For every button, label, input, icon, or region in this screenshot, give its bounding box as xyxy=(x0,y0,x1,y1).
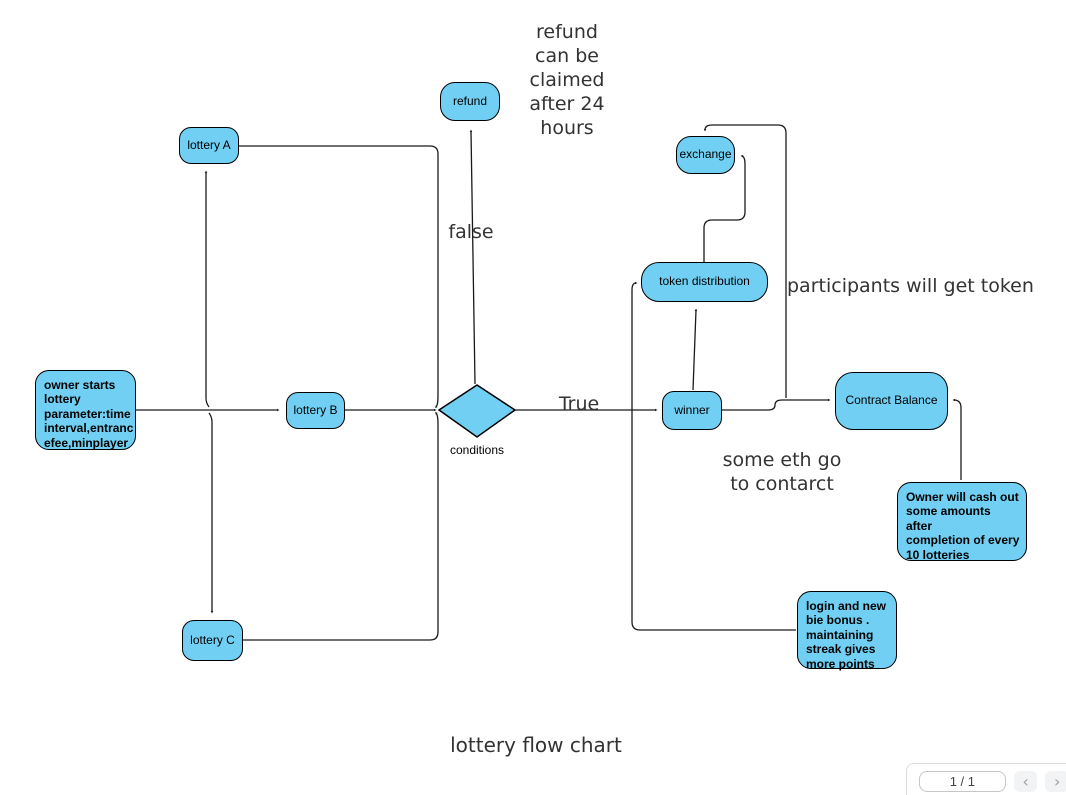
node-winner: winner xyxy=(662,391,722,430)
annotation-line: refund xyxy=(536,21,598,43)
note-line: Owner will cash out xyxy=(906,490,1019,504)
diagram-title: lottery flow chart xyxy=(450,733,622,757)
node-label: lottery A xyxy=(187,137,231,152)
note-line: interval,entranc xyxy=(44,421,134,436)
node-token-distribution: token distribution xyxy=(641,262,768,302)
annotation-line: can be xyxy=(535,45,599,67)
node-label: lottery C xyxy=(190,632,235,647)
annotation-line: claimed xyxy=(529,69,605,91)
note-line: efee,minplayer xyxy=(44,435,129,450)
edge-lottery-c-to-conditions xyxy=(243,413,438,641)
note-line: owner starts xyxy=(44,378,116,392)
node-label: exchange xyxy=(679,147,732,162)
annotation-line: hours xyxy=(540,117,594,139)
chevron-right-icon: › xyxy=(1053,771,1061,791)
edge-lottery-a-to-conditions xyxy=(239,145,438,407)
node-owner-starts-lottery: owner starts lottery parameter:time inte… xyxy=(35,370,136,450)
node-label: Contract Balance xyxy=(845,393,938,408)
next-page-button[interactable]: › xyxy=(1045,771,1066,792)
annotation-true-label: True xyxy=(558,393,600,415)
annotation-line: to contarct xyxy=(730,473,834,495)
annotation-false-label: false xyxy=(448,221,494,243)
node-label: token distribution xyxy=(659,274,750,289)
page-number-input[interactable]: 1 / 1 xyxy=(919,771,1006,792)
edge-login-to-token-distribution xyxy=(631,283,796,631)
note-line: completion of every xyxy=(906,533,1020,548)
previous-page-button[interactable]: ‹ xyxy=(1013,771,1038,792)
node-label: winner xyxy=(674,402,710,417)
edge-winner-to-token-distribution xyxy=(693,310,696,391)
note-line: streak gives xyxy=(806,642,876,657)
edge-cashout-to-contract-balance xyxy=(954,400,962,480)
node-lottery-a: lottery A xyxy=(179,127,239,164)
node-refund: refund xyxy=(440,82,500,121)
note-line: maintaining xyxy=(806,627,874,642)
note-line: parameter:time xyxy=(44,406,131,421)
conditions-diamond xyxy=(437,384,517,438)
annotation-participants-note: participants will get token xyxy=(787,275,1034,297)
note-line: bie bonus . xyxy=(806,613,870,628)
node-exchange: exchange xyxy=(676,136,735,174)
annotation-line: after 24 xyxy=(529,93,605,115)
conditions-label: conditions xyxy=(449,443,505,457)
edge-conditions-to-refund xyxy=(471,131,475,385)
note-line: some amounts after xyxy=(906,504,991,533)
node-contract-balance: Contract Balance xyxy=(835,372,948,430)
node-label: lottery B xyxy=(293,402,338,417)
edge-token-distribution-to-exchange xyxy=(703,156,746,262)
node-login-bonus-note: login and new bie bonus . maintaining st… xyxy=(797,591,897,671)
note-line: lottery xyxy=(44,392,81,407)
chevron-left-icon: ‹ xyxy=(1022,771,1029,791)
annotation-eth-note: some eth go to contarct xyxy=(702,448,862,496)
note-line: more points xyxy=(806,656,875,671)
node-owner-cashout-note: Owner will cash out some amounts after c… xyxy=(897,482,1027,562)
annotation-line: some eth go xyxy=(722,449,842,471)
note-line: 10 lotteries xyxy=(906,547,970,562)
edge-branch-to-lottery-a xyxy=(206,172,209,408)
annotation-refund-note: refund can be claimed after 24 hours xyxy=(487,20,647,140)
edge-loop-to-exchange xyxy=(705,124,787,398)
edge-branch-to-lottery-c xyxy=(209,412,212,612)
node-lottery-b: lottery B xyxy=(286,392,345,429)
page-toolbar: 1 / 1 ‹ › xyxy=(906,763,1066,795)
edge-winner-to-contract-balance xyxy=(722,400,829,411)
node-lottery-c: lottery C xyxy=(182,620,243,661)
note-line: login and new xyxy=(806,599,886,613)
node-label: refund xyxy=(452,93,488,108)
